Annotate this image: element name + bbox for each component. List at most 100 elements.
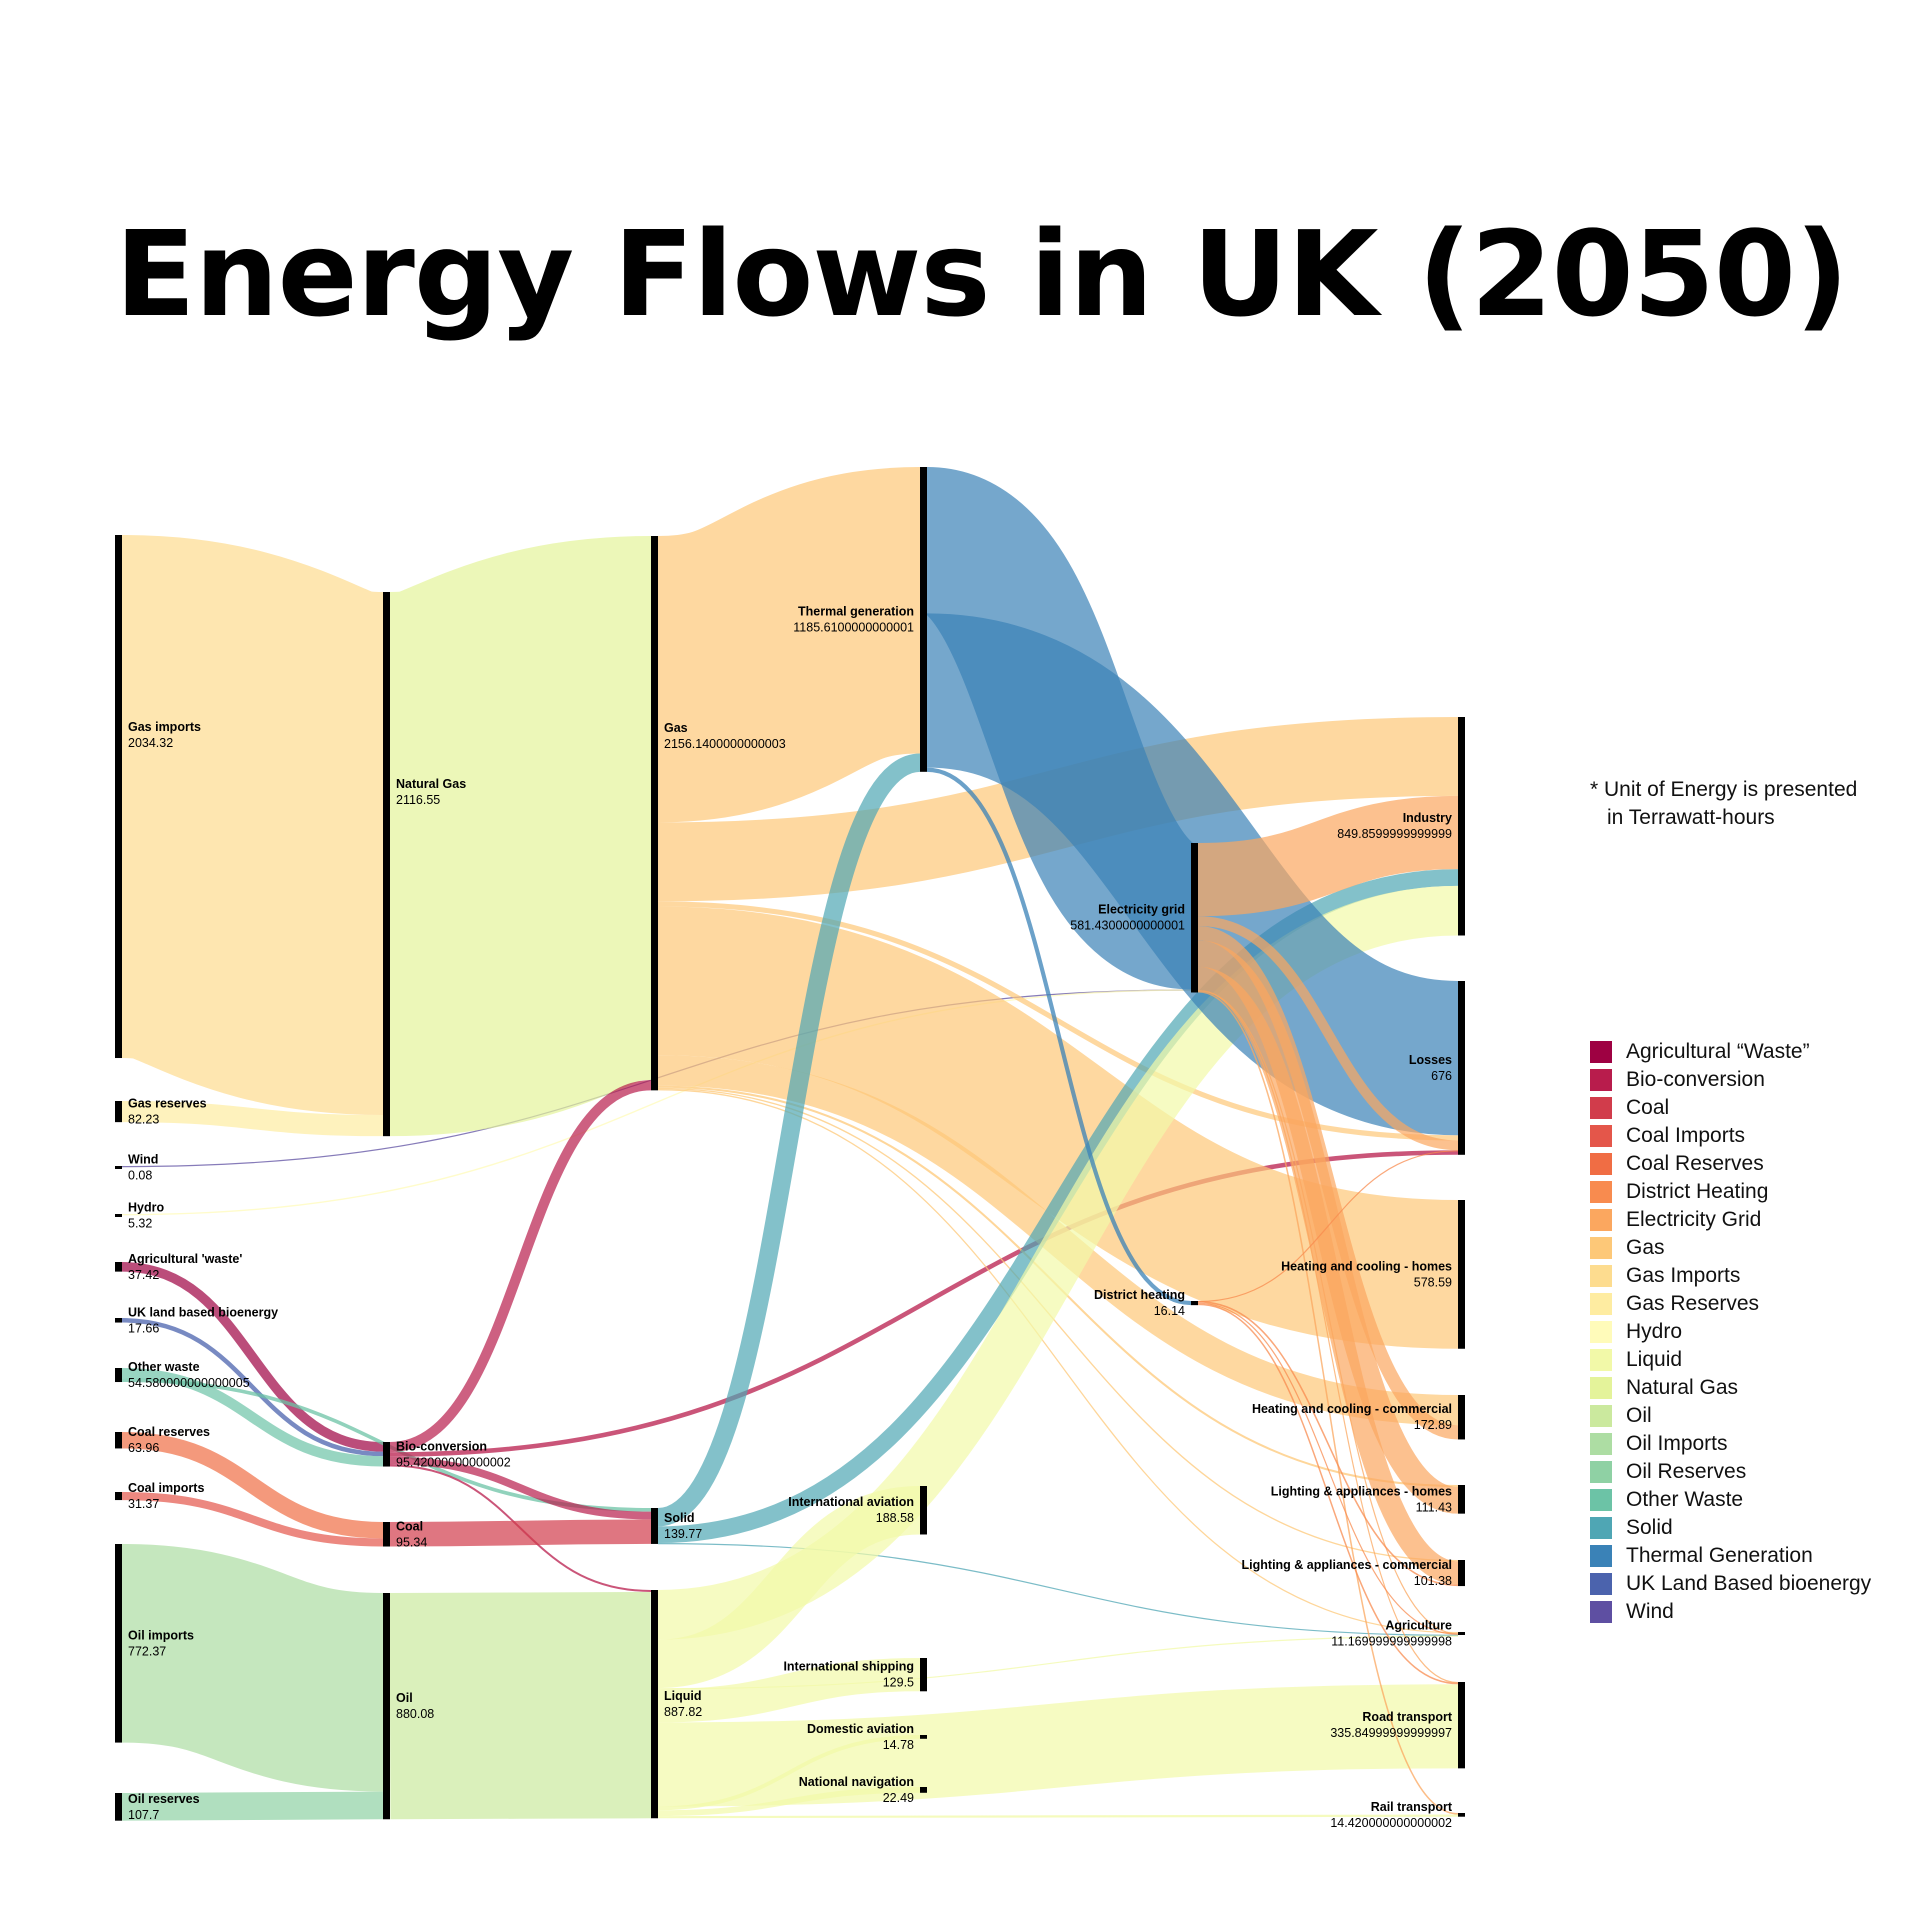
flow-link-coal_imports-to-coal bbox=[121, 1491, 384, 1547]
node-bar-solid bbox=[651, 1508, 658, 1544]
legend-swatch bbox=[1590, 1209, 1612, 1231]
legend-swatch bbox=[1590, 1041, 1612, 1063]
node-bar-uk_land bbox=[115, 1318, 122, 1323]
node-label-oil_imports: Oil imports bbox=[128, 1628, 194, 1642]
flow-link-other_waste-to-bio_conv bbox=[121, 1368, 384, 1467]
unit-note-line-2: in Terrawatt-hours bbox=[1607, 806, 1775, 829]
legend-item: District Heating bbox=[1590, 1178, 1871, 1206]
legend-item: Solid bbox=[1590, 1514, 1871, 1542]
legend-item: Oil Reserves bbox=[1590, 1458, 1871, 1486]
node-bar-other_waste bbox=[115, 1368, 122, 1383]
flow-link-bio_conv-to-solid bbox=[389, 1456, 652, 1520]
node-value-oil: 880.08 bbox=[396, 1707, 434, 1721]
node-label-oil: Oil bbox=[396, 1691, 413, 1705]
node-label-coal: Coal bbox=[396, 1519, 423, 1533]
node-label-uk_land: UK land based bioenergy bbox=[128, 1305, 278, 1319]
node-value-oil_imports: 772.37 bbox=[128, 1644, 166, 1658]
node-label-road: Road transport bbox=[1362, 1710, 1452, 1724]
flow-link-elec_grid-to-agriculture bbox=[1197, 989, 1459, 1635]
node-bar-district bbox=[1191, 1301, 1198, 1306]
legend-label: UK Land Based bioenergy bbox=[1626, 1572, 1872, 1595]
legend-swatch bbox=[1590, 1293, 1612, 1315]
node-label-hc_comm: Heating and cooling - commercial bbox=[1252, 1402, 1452, 1416]
legend-swatch bbox=[1590, 1545, 1612, 1567]
legend-label: Gas Reserves bbox=[1626, 1292, 1760, 1315]
flow-link-liquid-to-nat_nav bbox=[657, 1786, 921, 1817]
flow-link-liquid-to-intl_shipping bbox=[657, 1658, 921, 1723]
flow-link-elec_grid-to-la_comm bbox=[1196, 966, 1460, 1585]
node-value-agriculture: 11.169999999999998 bbox=[1331, 1635, 1452, 1649]
node-value-elec_grid: 581.4300000000001 bbox=[1070, 919, 1185, 933]
legend-label: Electricity Grid bbox=[1626, 1208, 1762, 1231]
node-bar-agriculture bbox=[1458, 1632, 1465, 1635]
node-label-gas_imports: Gas imports bbox=[128, 720, 201, 734]
node-value-intl_aviation: 188.58 bbox=[876, 1511, 914, 1525]
node-label-liquid: Liquid bbox=[664, 1689, 702, 1703]
node-bar-coal_imports bbox=[115, 1492, 122, 1501]
legend-item: Thermal Generation bbox=[1590, 1542, 1871, 1570]
flow-link-agri_waste-to-bio_conv bbox=[121, 1261, 384, 1452]
node-bar-dom_aviation bbox=[920, 1735, 927, 1739]
node-bar-gas bbox=[651, 536, 658, 1091]
legend-swatch bbox=[1590, 1601, 1612, 1623]
flow-link-elec_grid-to-road bbox=[1197, 990, 1459, 1684]
legend-label: Thermal Generation bbox=[1626, 1544, 1813, 1567]
node-bar-thermal bbox=[920, 467, 927, 772]
node-value-district: 16.14 bbox=[1154, 1304, 1185, 1318]
flow-link-coal_reserves-to-coal bbox=[121, 1431, 384, 1539]
node-label-district: District heating bbox=[1094, 1288, 1185, 1302]
node-value-industry: 849.8599999999999 bbox=[1337, 827, 1452, 841]
node-label-agriculture: Agriculture bbox=[1385, 1619, 1452, 1633]
node-label-coal_reserves: Coal reserves bbox=[128, 1425, 210, 1439]
flow-link-gas_reserves-to-natural_gas bbox=[121, 1100, 384, 1137]
node-label-thermal: Thermal generation bbox=[798, 604, 914, 618]
legend-label: Coal Reserves bbox=[1626, 1152, 1764, 1175]
node-value-natural_gas: 2116.55 bbox=[396, 793, 440, 807]
legend-swatch bbox=[1590, 1237, 1612, 1259]
flow-link-uk_land-to-bio_conv bbox=[121, 1317, 384, 1457]
node-value-coal_imports: 31.37 bbox=[128, 1497, 159, 1511]
node-bar-hydro bbox=[115, 1214, 122, 1217]
node-value-thermal: 1185.6100000000001 bbox=[793, 620, 914, 634]
legend-item: Oil bbox=[1590, 1402, 1871, 1430]
legend-item: Wind bbox=[1590, 1598, 1871, 1626]
legend-label: Oil Imports bbox=[1626, 1432, 1728, 1455]
node-value-oil_reserves: 107.7 bbox=[128, 1808, 159, 1822]
node-label-losses: Losses bbox=[1409, 1053, 1452, 1067]
flow-link-coal-to-solid bbox=[389, 1519, 652, 1547]
nodes-layer bbox=[115, 467, 1465, 1821]
legend-item: Coal Imports bbox=[1590, 1122, 1871, 1150]
node-value-gas: 2156.1400000000003 bbox=[664, 737, 786, 751]
node-bar-agri_waste bbox=[115, 1262, 122, 1272]
node-bar-industry bbox=[1458, 717, 1465, 936]
node-label-other_waste: Other waste bbox=[128, 1360, 200, 1374]
node-bar-coal_reserves bbox=[115, 1432, 122, 1449]
legend-swatch bbox=[1590, 1125, 1612, 1147]
node-value-liquid: 887.82 bbox=[664, 1705, 702, 1719]
node-label-agri_waste: Agricultural 'waste' bbox=[128, 1252, 242, 1266]
node-value-coal_reserves: 63.96 bbox=[128, 1441, 159, 1455]
node-value-dom_aviation: 14.78 bbox=[883, 1738, 914, 1752]
node-value-solid: 139.77 bbox=[664, 1527, 702, 1541]
node-label-gas_reserves: Gas reserves bbox=[128, 1097, 207, 1111]
node-label-oil_reserves: Oil reserves bbox=[128, 1792, 200, 1806]
node-label-intl_shipping: International shipping bbox=[783, 1660, 914, 1674]
legend-label: Bio-conversion bbox=[1626, 1068, 1765, 1091]
node-value-hc_homes: 578.59 bbox=[1414, 1275, 1452, 1289]
node-label-industry: Industry bbox=[1403, 811, 1452, 825]
node-bar-rail bbox=[1458, 1813, 1465, 1817]
legend-swatch bbox=[1590, 1405, 1612, 1427]
legend-swatch bbox=[1590, 1377, 1612, 1399]
node-bar-oil_imports bbox=[115, 1544, 122, 1743]
legend-swatch bbox=[1590, 1069, 1612, 1091]
legend-swatch bbox=[1590, 1097, 1612, 1119]
legend-swatch bbox=[1590, 1265, 1612, 1287]
node-value-agri_waste: 37.42 bbox=[128, 1268, 159, 1282]
flow-link-liquid-to-dom_aviation bbox=[657, 1735, 921, 1811]
node-bar-gas_reserves bbox=[115, 1101, 122, 1123]
flow-link-liquid-to-rail bbox=[657, 1814, 1459, 1819]
chart-title: Energy Flows in UK (2050) bbox=[115, 205, 1849, 343]
node-bar-losses bbox=[1458, 981, 1465, 1155]
